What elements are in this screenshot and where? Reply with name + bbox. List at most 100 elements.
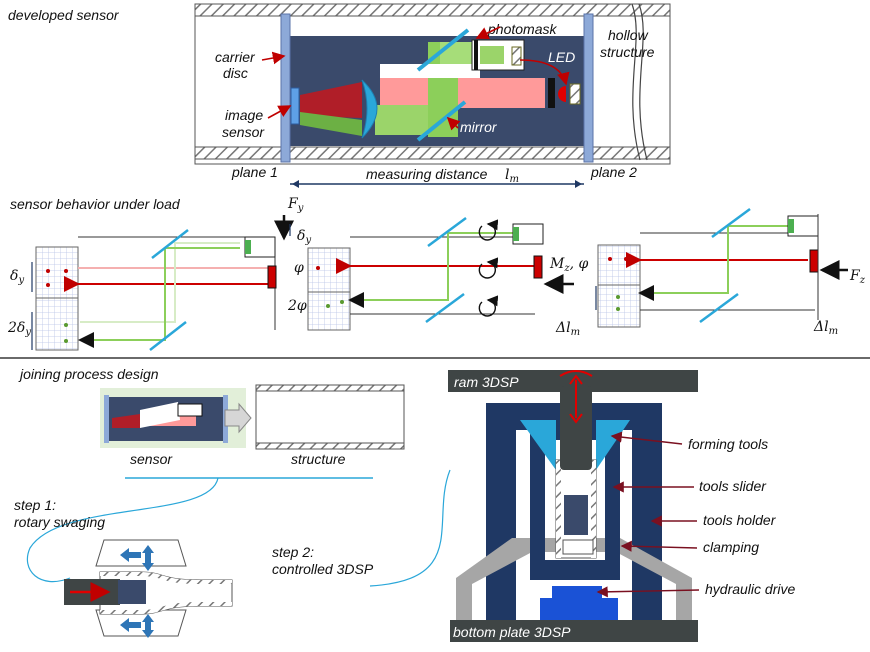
mirror-f [699, 292, 739, 324]
structure-tube [255, 384, 405, 450]
label-led: LED [548, 49, 575, 65]
beam-green-faint [80, 242, 240, 323]
arrow-mirror [446, 116, 461, 131]
joining-process-panel: joining process design sensor structure … [14, 366, 795, 642]
spot-mid-2 [338, 262, 342, 266]
label-mirror: mirror [460, 119, 498, 135]
hydraulic-drive [540, 598, 618, 620]
led-icon [558, 86, 566, 102]
arrow-clamping [620, 540, 698, 552]
label-step1-b: rotary swaging [14, 514, 105, 530]
led-body [569, 83, 581, 105]
photomask-led-small [511, 46, 522, 66]
led-mask [548, 78, 555, 108]
photomask-green-right [788, 219, 794, 233]
ram-punch [560, 386, 592, 470]
thumb-red [112, 414, 140, 428]
mirror-c [427, 216, 467, 248]
mirror-e [711, 207, 751, 239]
tube-wall-r [591, 460, 596, 558]
die-arrow-vert-bottom [142, 614, 154, 638]
label-tools-slider: tools slider [699, 478, 767, 494]
spot-6 [64, 339, 68, 343]
label-step2-b: controlled 3DSP [272, 561, 374, 577]
label-hollow: hollow [608, 27, 649, 43]
label-lm: lm [505, 167, 519, 185]
thumb-photomask [177, 403, 203, 417]
white-beam [380, 64, 480, 78]
connector-step1 [26, 477, 219, 583]
press-sensor [564, 495, 588, 535]
section3-heading: joining process design [18, 366, 159, 382]
hydraulic-piston [552, 586, 602, 600]
sensor-grid-right [597, 244, 641, 328]
arrow-led [519, 59, 570, 86]
label-dy-left: δy [10, 268, 24, 286]
beam-green-mid [348, 232, 515, 308]
diagram-fy: Fy δy δy 2δy [7, 196, 311, 351]
swaged-wall-top [100, 572, 232, 584]
spot-3 [46, 283, 50, 287]
press-3dsp-diagram: ram 3DSP bottom plate 3DSP [448, 370, 795, 642]
diagram-mz: φ 2φ Mz, φ Δlm [287, 216, 597, 338]
label-sensor-thumb: sensor [130, 451, 173, 467]
label-photomask: photomask [487, 21, 557, 37]
rotary-swaging-diagram [64, 539, 233, 638]
clamping [456, 538, 692, 620]
tube-wall-l [556, 460, 561, 558]
spot-mid-4 [340, 300, 344, 304]
label-measuring-distance: measuring distance [366, 166, 488, 182]
label-ram: ram 3DSP [454, 374, 519, 390]
arrow-photomask [475, 26, 501, 39]
label-mz: Mz, φ [549, 256, 589, 274]
spot-mid-1 [316, 266, 320, 270]
label-structure-thumb: structure [291, 451, 346, 467]
process-arrow [224, 402, 252, 434]
label-structure: structure [600, 44, 655, 60]
arrow-hydraulic-drive [596, 586, 700, 598]
spot-right-2 [624, 257, 628, 261]
mirror-b [149, 321, 187, 351]
diagram-fz: Fz Δlm [597, 207, 866, 337]
rotation-arrow-2 [478, 257, 499, 279]
label-two-phi: 2φ [287, 298, 307, 314]
label-bottom: bottom plate 3DSP [453, 624, 571, 640]
label-dy: δy [297, 228, 311, 246]
forming-tool-left [520, 420, 556, 470]
section2-heading: sensor behavior under load [10, 196, 181, 212]
spot-right-3 [616, 295, 620, 299]
swaging-sensor [118, 580, 146, 604]
label-clamping: clamping [703, 539, 759, 555]
label-carrier: carrier [215, 49, 256, 65]
label-phi: φ [294, 260, 304, 276]
measuring-arrow-left [292, 180, 299, 188]
rotation-arrow-3 [478, 295, 499, 317]
label-hydraulic-drive: hydraulic drive [705, 581, 795, 597]
image-sensor [290, 87, 300, 125]
mirror-a [151, 229, 189, 259]
beam-green-right [638, 225, 790, 301]
led-right [809, 249, 819, 273]
spot-right-4 [616, 307, 620, 311]
break-line-1 [631, 3, 641, 161]
spot-1 [46, 269, 50, 273]
break-line-2 [638, 3, 648, 161]
spot-2 [64, 269, 68, 273]
structure-wall-top [255, 384, 405, 392]
photomask [474, 40, 478, 70]
label-step2-a: step 2: [272, 544, 314, 560]
label-dlm-right: Δlm [813, 319, 838, 337]
die-arrow-left-top [120, 548, 141, 562]
thumb-white [140, 402, 180, 428]
label-plane2: plane 2 [590, 164, 637, 180]
arrow-forming-tools [610, 431, 683, 445]
ram-arrowhead-down [569, 413, 583, 424]
beam-green [78, 247, 240, 348]
arrow-carrier-disc [261, 51, 286, 65]
label-two-dy: 2δy [7, 320, 31, 338]
label-tools-holder: tools holder [703, 512, 777, 528]
measuring-arrow-right [575, 180, 582, 188]
tube-wall-top [194, 3, 671, 17]
label-dlm-left: Δlm [555, 320, 580, 338]
label-forming-tools: forming tools [688, 436, 768, 452]
